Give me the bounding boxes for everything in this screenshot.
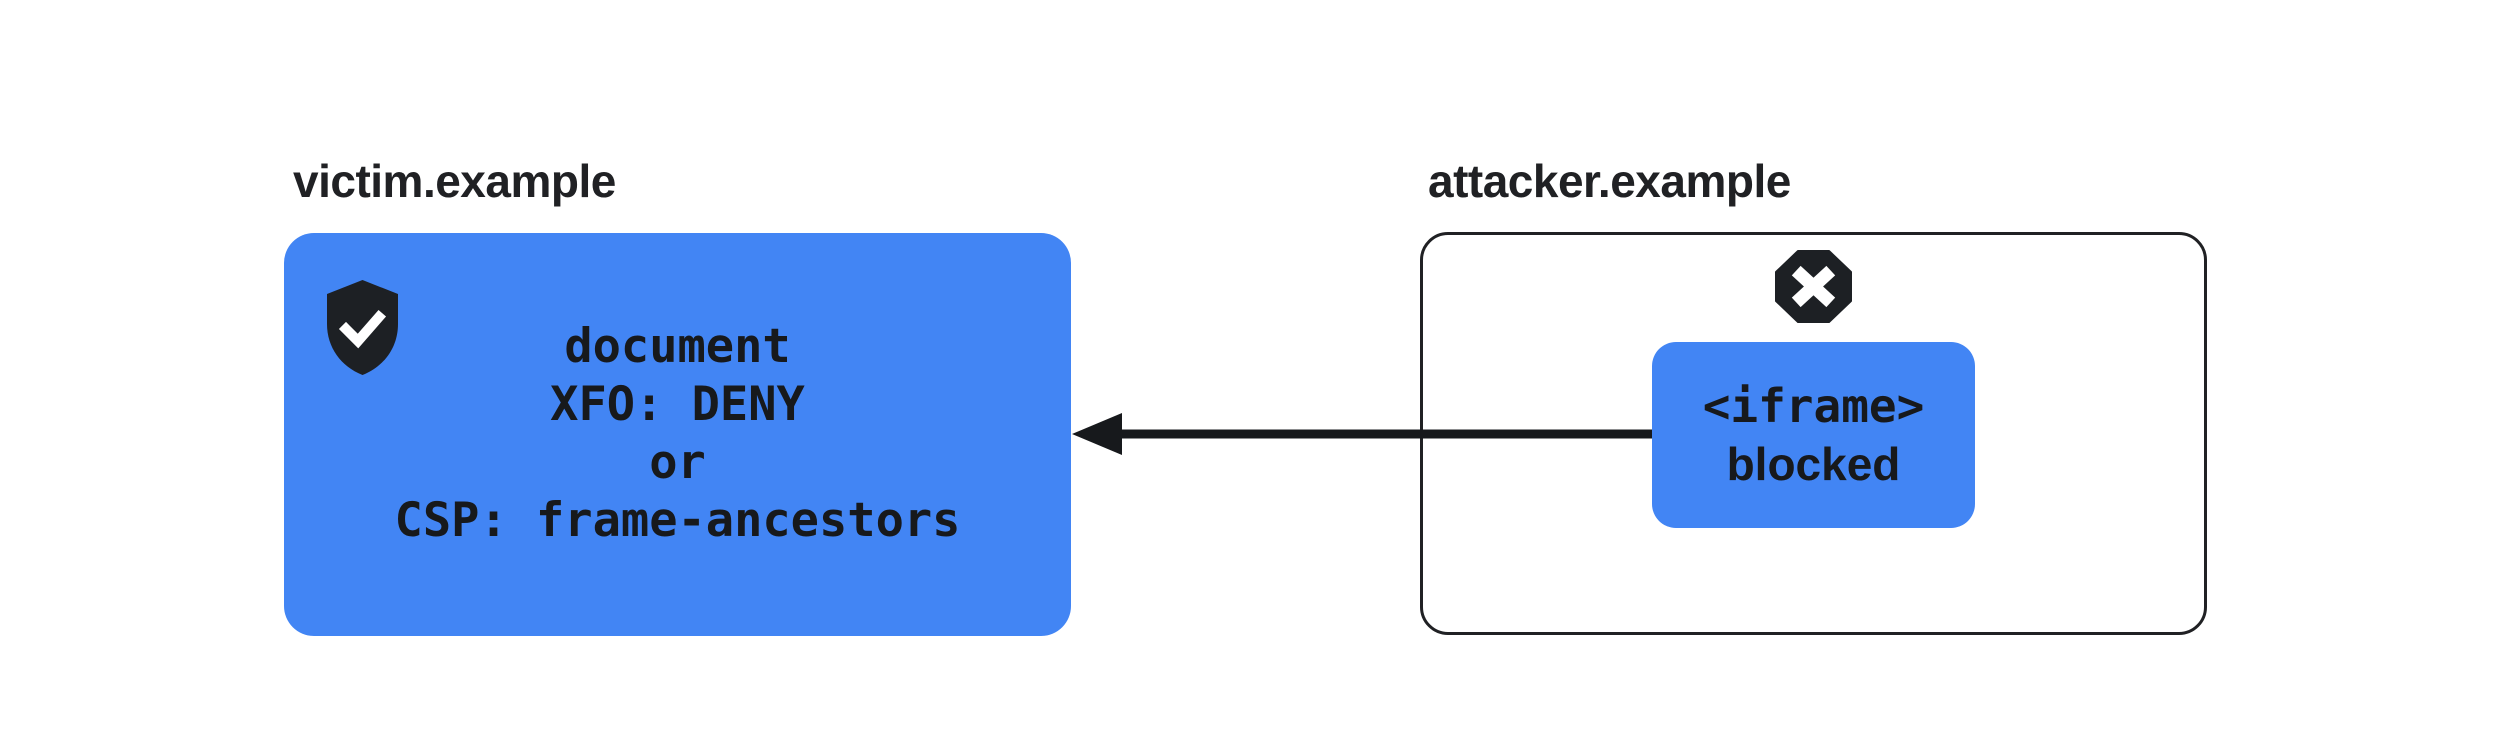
iframe-tag-label: <iframe>: [1702, 379, 1925, 433]
iframe-blocked-box: <iframe> blocked: [1652, 342, 1975, 528]
blocked-octagon-x-icon: [1775, 250, 1852, 323]
victim-domain-label: victim.example: [293, 155, 616, 207]
victim-document-box: document XFO: DENY or CSP: frame-ancesto…: [284, 233, 1071, 636]
victim-line-csp-frame-ancestors: CSP: frame-ancestors: [394, 493, 961, 548]
victim-line-or: or: [649, 435, 706, 490]
shield-check-icon: [327, 280, 398, 375]
iframe-blocked-label: blocked: [1726, 438, 1901, 490]
victim-box-text: document XFO: DENY or CSP: frame-ancesto…: [284, 318, 1071, 550]
victim-line-document: document: [564, 319, 791, 374]
blocked-request-arrow: [1072, 413, 1657, 455]
attacker-domain-label: attacker.example: [1428, 155, 1791, 207]
victim-line-xfo-deny: XFO: DENY: [550, 377, 805, 432]
